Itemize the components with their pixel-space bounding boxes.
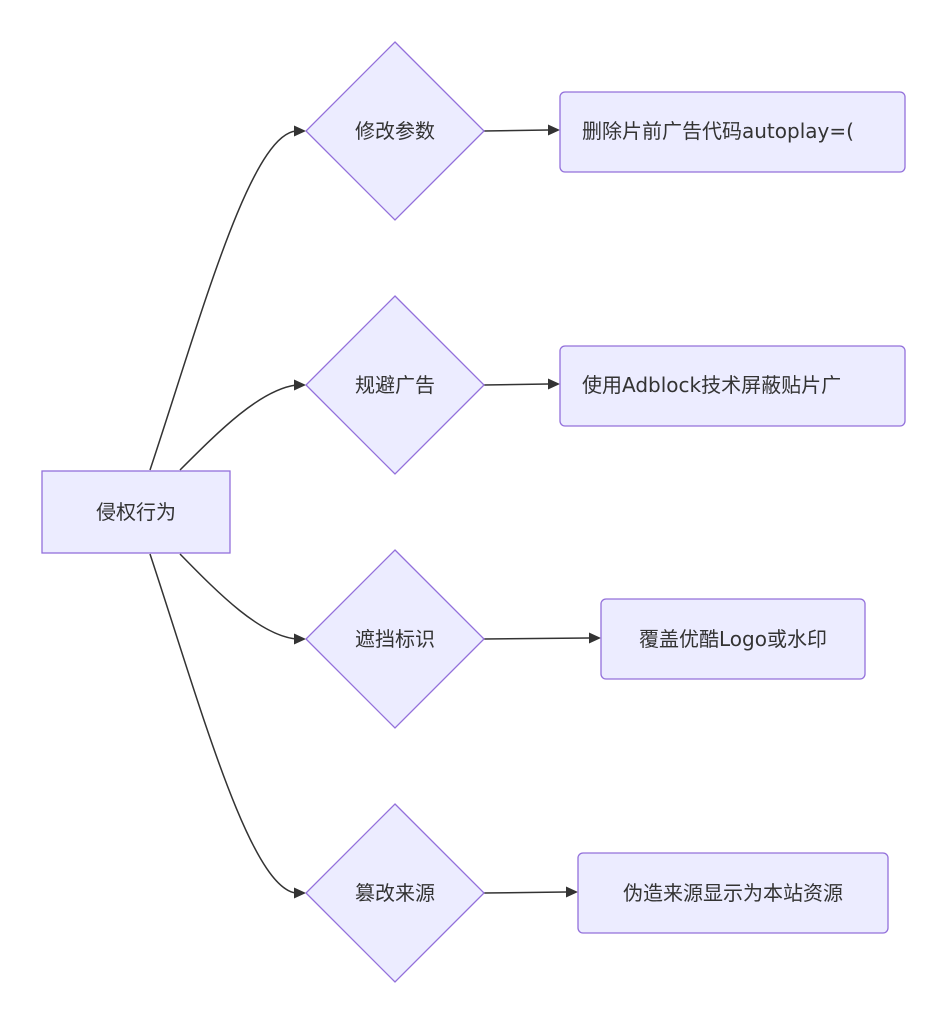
arrowhead (294, 125, 306, 137)
arrowhead (294, 379, 306, 391)
arrowhead (548, 378, 560, 390)
decision-node-label: 规避广告 (355, 373, 435, 397)
decision-node-avoid-ads[interactable]: 规避广告 (305, 295, 485, 475)
arrowhead (566, 886, 578, 898)
result-node-label: 伪造来源显示为本站资源 (623, 881, 843, 905)
arrowhead (294, 633, 306, 645)
result-node-cover-watermark[interactable]: 覆盖优酷Logo或水印 (600, 598, 866, 680)
result-node-label: 删除片前广告代码autoplay=( (582, 119, 854, 143)
arrowhead (294, 887, 306, 899)
root-node[interactable]: 侵权行为 (41, 470, 231, 554)
result-node-adblock[interactable]: 使用Adblock技术屏蔽贴片广 (559, 345, 906, 427)
edge-decision-1-to-result-1 (483, 129, 549, 132)
edge-root-to-decision-1 (149, 130, 297, 471)
edge-root-to-decision-2 (179, 384, 297, 471)
decision-node-label: 修改参数 (355, 119, 435, 143)
result-node-label: 覆盖优酷Logo或水印 (639, 627, 827, 651)
decision-node-modify-params[interactable]: 修改参数 (305, 41, 485, 221)
edge-root-to-decision-4 (149, 553, 297, 894)
edge-decision-4-to-result-4 (483, 891, 567, 894)
root-node-label: 侵权行为 (96, 500, 176, 524)
edge-decision-3-to-result-3 (483, 637, 590, 640)
edge-decision-2-to-result-2 (483, 383, 549, 386)
arrowhead (548, 124, 560, 136)
edge-root-to-decision-3 (179, 553, 297, 640)
decision-node-cover-logo[interactable]: 遮挡标识 (305, 549, 485, 729)
decision-node-tamper-source[interactable]: 篡改来源 (305, 803, 485, 983)
result-node-forge-source[interactable]: 伪造来源显示为本站资源 (577, 852, 889, 934)
decision-node-label: 篡改来源 (355, 881, 435, 905)
arrowhead (589, 632, 601, 644)
result-node-label: 使用Adblock技术屏蔽贴片广 (582, 373, 841, 397)
result-node-remove-ad-code[interactable]: 删除片前广告代码autoplay=( (559, 91, 906, 173)
decision-node-label: 遮挡标识 (355, 627, 435, 651)
